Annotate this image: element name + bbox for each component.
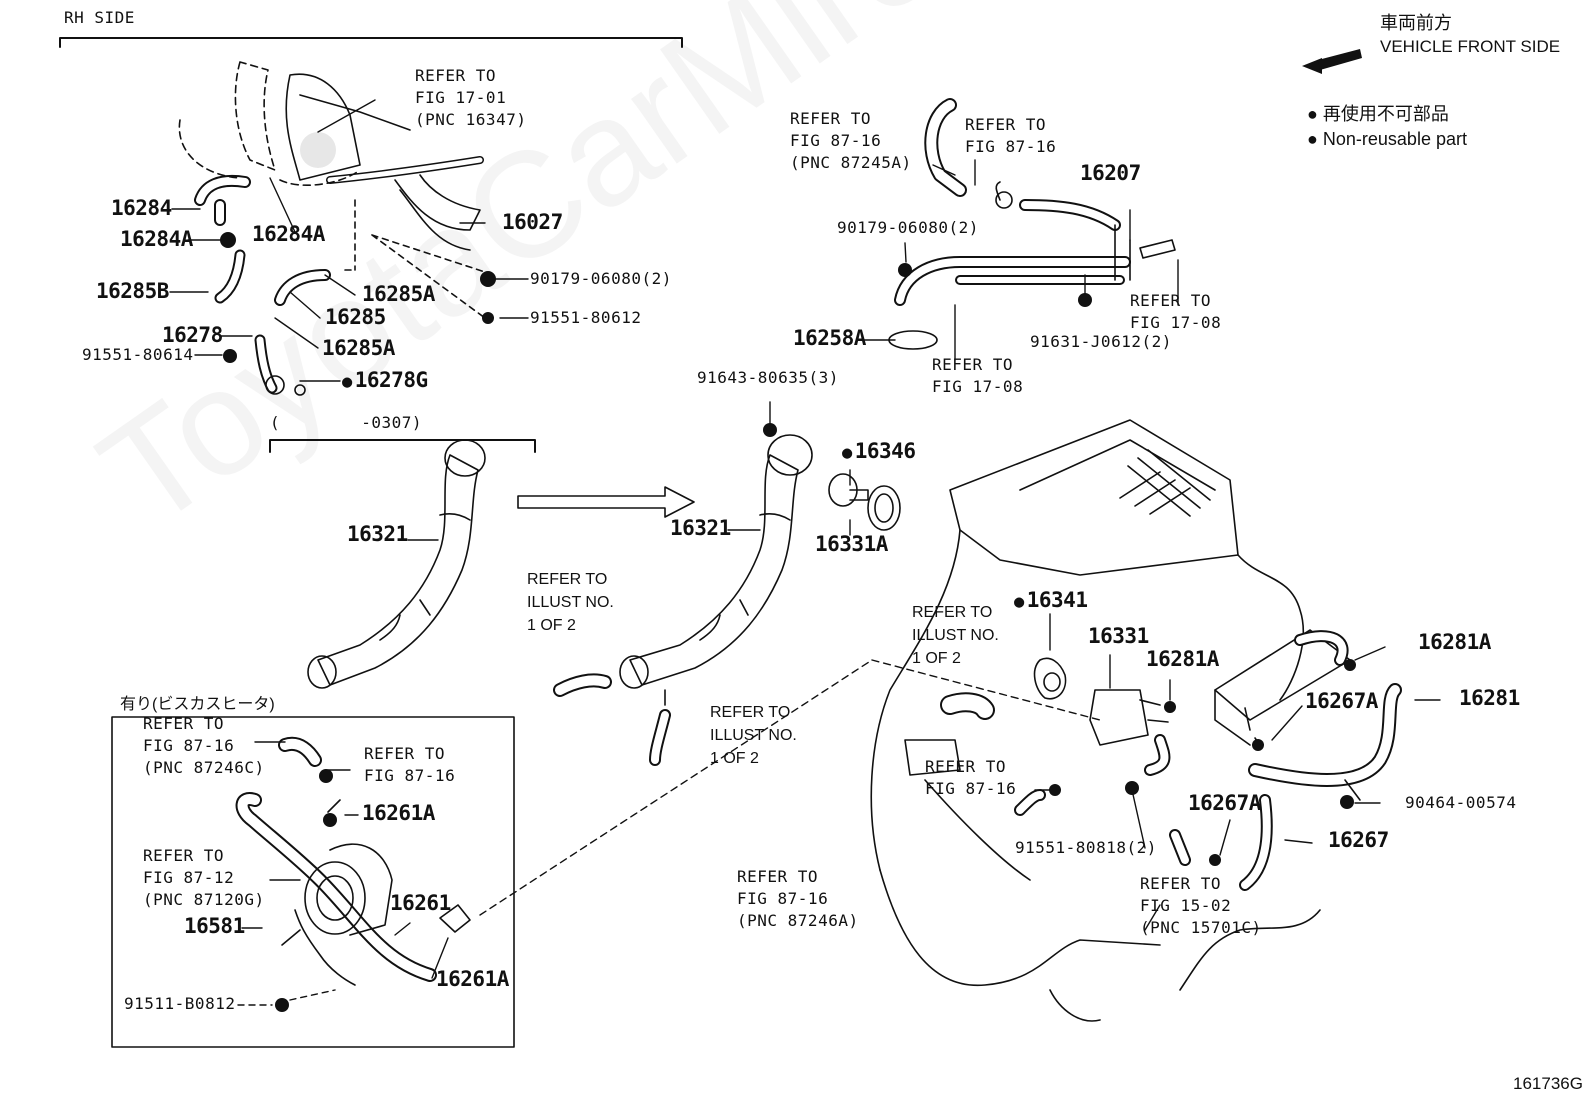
rh-side-bracket [59, 37, 683, 48]
part-91511-b0812[interactable]: 91511-B0812 [124, 994, 236, 1013]
part-16258a[interactable]: 16258A [793, 326, 866, 350]
viscous-heater-inset-box [111, 716, 515, 1048]
part-16207[interactable]: 16207 [1080, 161, 1141, 185]
part-90179-06080-top[interactable]: 90179-06080(2) [530, 269, 672, 288]
part-16285a-1[interactable]: 16285A [362, 282, 435, 306]
part-16581[interactable]: 16581 [184, 914, 245, 938]
refer-fig-87-16-d[interactable]: REFER TO FIG 87-16 (PNC 87246A) [737, 867, 859, 930]
part-16321-left[interactable]: 16321 [347, 522, 408, 546]
refer-fig-17-01[interactable]: REFER TO FIG 17-01 (PNC 16347) [415, 66, 527, 129]
part-16321-right[interactable]: 16321 [670, 516, 731, 540]
refer-fig-15-02[interactable]: REFER TO FIG 15-02 (PNC 15701C) [1140, 874, 1262, 937]
water-inlet-pipe-left [307, 439, 486, 689]
part-16284[interactable]: 16284 [111, 196, 172, 220]
part-16278[interactable]: 16278 [162, 323, 223, 347]
part-91551-80614[interactable]: 91551-80614 [82, 345, 194, 364]
refer-fig-17-08-a[interactable]: REFER TO FIG 17-08 [1130, 291, 1222, 332]
part-90179-06080-right[interactable]: 90179-06080(2) [837, 218, 979, 237]
part-16261a-2[interactable]: 16261A [436, 967, 509, 991]
part-16281[interactable]: 16281 [1459, 686, 1520, 710]
front-label-jp: 車両前方 [1380, 13, 1452, 33]
direction-arrow [517, 486, 695, 518]
viscous-heater-label: 有り(ビスカスヒータ) [120, 696, 275, 713]
part-16267a-1[interactable]: 16267A [1305, 689, 1378, 713]
part-16346[interactable]: 16346 [842, 441, 916, 462]
part-16267[interactable]: 16267 [1328, 828, 1389, 852]
refer-illust-b[interactable]: REFER TO ILLUST NO. 1 OF 2 [710, 704, 797, 767]
part-91643-80635[interactable]: 91643-80635(3) [697, 368, 839, 387]
bullet-icon: ● [1307, 104, 1318, 124]
rh-side-label: RH SIDE [64, 8, 135, 27]
heater-hoses-right [1014, 630, 1402, 891]
part-90464-00574[interactable]: 90464-00574 [1405, 793, 1517, 812]
part-16284a-left[interactable]: 16284A [120, 227, 193, 251]
part-16267a-2[interactable]: 16267A [1188, 791, 1261, 815]
refer-fig-87-16-e[interactable]: REFER TO FIG 87-16 (PNC 87246C) [143, 714, 265, 777]
water-bypass-pipe-assembly [888, 98, 1176, 350]
part-16281a-1[interactable]: 16281A [1146, 647, 1219, 671]
refer-fig-87-16-b[interactable]: REFER TO FIG 87-16 [965, 115, 1057, 156]
part-16261a-1[interactable]: 16261A [362, 801, 435, 825]
refer-illust-a[interactable]: REFER TO ILLUST NO. 1 OF 2 [527, 571, 614, 634]
thermostat [828, 473, 901, 531]
nonreuse-label-jp: 再使用不可部品 [1322, 104, 1449, 124]
refer-illust-c[interactable]: REFER TO ILLUST NO. 1 OF 2 [912, 604, 999, 667]
part-16285a-2[interactable]: 16285A [322, 336, 395, 360]
bullet-icon: ● [1307, 129, 1318, 149]
nonreuse-label-en: Non-reusable part [1322, 129, 1467, 149]
part-91551-80818[interactable]: 91551-80818(2) [1015, 838, 1157, 857]
refer-fig-17-08-b[interactable]: REFER TO FIG 17-08 [932, 355, 1024, 396]
figure-id: 161736G [1513, 1074, 1583, 1093]
inset-connector [479, 659, 1101, 916]
refer-fig-87-16-f[interactable]: REFER TO FIG 87-16 [364, 744, 456, 785]
part-16331a[interactable]: 16331A [815, 532, 888, 556]
part-16284a[interactable]: 16284A [252, 222, 325, 246]
date-range-label: ( -0307) [270, 413, 422, 432]
refer-fig-87-16-c[interactable]: REFER TO FIG 87-16 [925, 757, 1017, 798]
water-inlet-pipe-right [619, 434, 813, 706]
nonreuse-legend-jp: ● 再使用不可部品 [1307, 105, 1449, 123]
water-outlet [1033, 657, 1169, 746]
part-16278g[interactable]: 16278G [342, 370, 428, 391]
engine-block-outline [870, 419, 1351, 1022]
refer-fig-87-12[interactable]: REFER TO FIG 87-12 (PNC 87120G) [143, 846, 265, 909]
rh-side-assembly [178, 61, 486, 396]
date-range-bracket [269, 439, 536, 453]
part-16027[interactable]: 16027 [502, 210, 563, 234]
nonreuse-legend-en: ● Non-reusable part [1307, 130, 1467, 148]
part-91551-80612[interactable]: 91551-80612 [530, 308, 642, 327]
viscous-heater-assembly [235, 736, 471, 986]
part-16331[interactable]: 16331 [1088, 624, 1149, 648]
part-16285b[interactable]: 16285B [96, 279, 169, 303]
part-91631-j0612[interactable]: 91631-J0612(2) [1030, 332, 1172, 351]
part-16285[interactable]: 16285 [325, 305, 386, 329]
part-16281a-2[interactable]: 16281A [1418, 630, 1491, 654]
part-16261[interactable]: 16261 [390, 891, 451, 915]
part-16341[interactable]: 16341 [1014, 590, 1088, 611]
front-label-en: VEHICLE FRONT SIDE [1380, 37, 1561, 56]
refer-fig-87-16-a[interactable]: REFER TO FIG 87-16 (PNC 87245A) [790, 109, 912, 172]
